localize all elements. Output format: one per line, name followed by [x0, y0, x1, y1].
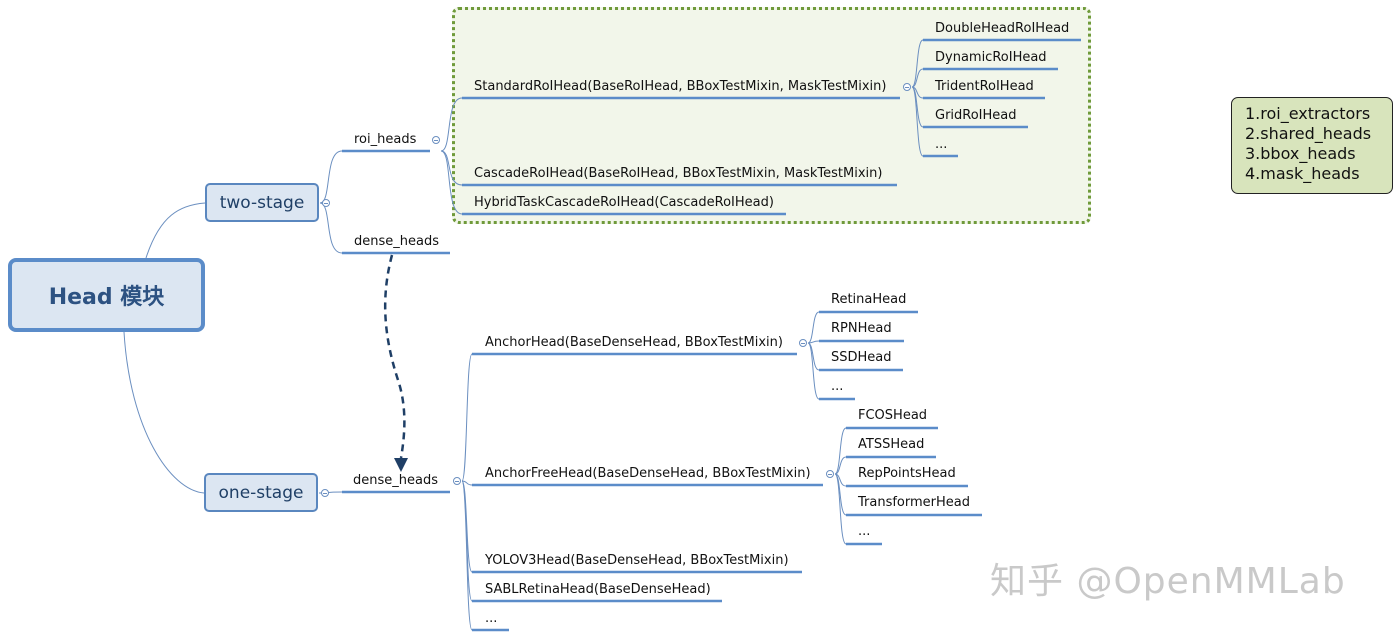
roi-heads-to-hybrid-link — [440, 150, 463, 215]
anchor-head-collapse-icon[interactable] — [799, 339, 807, 347]
ssd-head-node[interactable]: SSDHead — [831, 350, 892, 365]
grid-roi-head-node[interactable]: GridRoIHead — [935, 108, 1017, 123]
one-stage-dense-heads-node[interactable]: dense_heads — [353, 473, 438, 488]
dense-heads-collapse-icon[interactable] — [453, 477, 461, 485]
transformer-head-node[interactable]: TransformerHead — [858, 495, 970, 510]
anchor-child-link-3 — [807, 342, 820, 400]
anchor-free-child-link-0 — [834, 427, 847, 475]
dense-heads-relation-arrow — [383, 254, 406, 459]
roi-heads-group-frame — [452, 7, 1091, 224]
standard-child-link-0 — [911, 39, 924, 88]
rpn-head-node[interactable]: RPNHead — [831, 321, 892, 336]
anchor-free-head-more-node[interactable]: ... — [858, 524, 871, 539]
dense-child-link-4 — [461, 480, 473, 631]
dense-heads-more-node[interactable]: ... — [485, 611, 498, 626]
two-stage-to-roi-heads-link — [319, 150, 343, 204]
anchor-child-link-2 — [807, 342, 820, 371]
two-stage-dense-heads-node[interactable]: dense_heads — [354, 234, 439, 249]
standard-roi-head-node[interactable]: StandardRoIHead(BaseRoIHead, BBoxTestMix… — [474, 79, 887, 94]
roi-heads-to-cascade-link — [440, 150, 463, 186]
retina-head-node[interactable]: RetinaHead — [831, 292, 907, 307]
anchor-free-child-link-4 — [834, 473, 847, 545]
anchor-free-head-node[interactable]: AnchorFreeHead(BaseDenseHead, BBoxTestMi… — [485, 466, 811, 481]
yolov3-head-node[interactable]: YOLOV3Head(BaseDenseHead, BBoxTestMixin) — [485, 553, 789, 568]
two-stage-collapse-icon[interactable] — [322, 199, 330, 207]
dense-child-link-3 — [461, 480, 473, 602]
arrow-head-icon — [394, 458, 408, 472]
watermark: 知乎 @OpenMMLab — [990, 561, 1346, 602]
note-line: 3.bbox_heads — [1245, 144, 1356, 163]
fcos-head-node[interactable]: FCOSHead — [858, 408, 928, 423]
double-head-roi-head-node[interactable]: DoubleHeadRoIHead — [935, 21, 1070, 36]
root-node[interactable]: Head 模块 — [8, 258, 205, 332]
anchor-free-child-link-1 — [834, 456, 847, 475]
atss-head-node[interactable]: ATSSHead — [858, 437, 925, 452]
anchor-head-node[interactable]: AnchorHead(BaseDenseHead, BBoxTestMixin) — [485, 335, 783, 350]
sabl-retina-head-node[interactable]: SABLRetinaHead(BaseDenseHead) — [485, 582, 711, 597]
standard-child-link-1 — [911, 68, 924, 88]
anchor-child-link-0 — [807, 311, 820, 344]
roi-heads-node[interactable]: roi_heads — [354, 132, 417, 147]
standard-roi-head-more-node[interactable]: ... — [935, 137, 948, 152]
one-stage-node[interactable]: one-stage — [204, 473, 318, 512]
standard-roi-head-collapse-icon[interactable] — [903, 83, 911, 91]
one-stage-collapse-icon[interactable] — [321, 489, 329, 497]
anchor-free-head-collapse-icon[interactable] — [826, 470, 834, 478]
head-components-note: 1.roi_extractors 2.shared_heads 3.bbox_h… — [1231, 97, 1393, 194]
note-line: 2.shared_heads — [1245, 124, 1372, 143]
trident-roi-head-node[interactable]: TridentRoIHead — [935, 79, 1034, 94]
hybrid-task-cascade-roi-head-node[interactable]: HybridTaskCascadeRoIHead(CascadeRoIHead) — [474, 195, 774, 210]
dense-child-link-0 — [461, 353, 473, 482]
note-line: 1.roi_extractors — [1245, 104, 1371, 123]
anchor-head-more-node[interactable]: ... — [831, 379, 844, 394]
note-line: 4.mask_heads — [1245, 164, 1360, 183]
root-to-two-stage-link — [145, 202, 206, 259]
cascade-roi-head-node[interactable]: CascadeRoIHead(BaseRoIHead, BBoxTestMixi… — [474, 166, 883, 181]
dense-child-link-1 — [461, 480, 473, 486]
root-to-one-stage-link — [123, 331, 205, 494]
reppoints-head-node[interactable]: RepPointsHead — [858, 466, 956, 481]
roi-heads-to-standard-link — [440, 97, 463, 152]
two-stage-to-dense-heads-link — [319, 202, 343, 254]
roi-heads-collapse-icon[interactable] — [432, 136, 440, 144]
standard-child-link-4 — [911, 86, 924, 157]
dynamic-roi-head-node[interactable]: DynamicRoIHead — [935, 50, 1047, 65]
two-stage-node[interactable]: two-stage — [205, 183, 319, 222]
